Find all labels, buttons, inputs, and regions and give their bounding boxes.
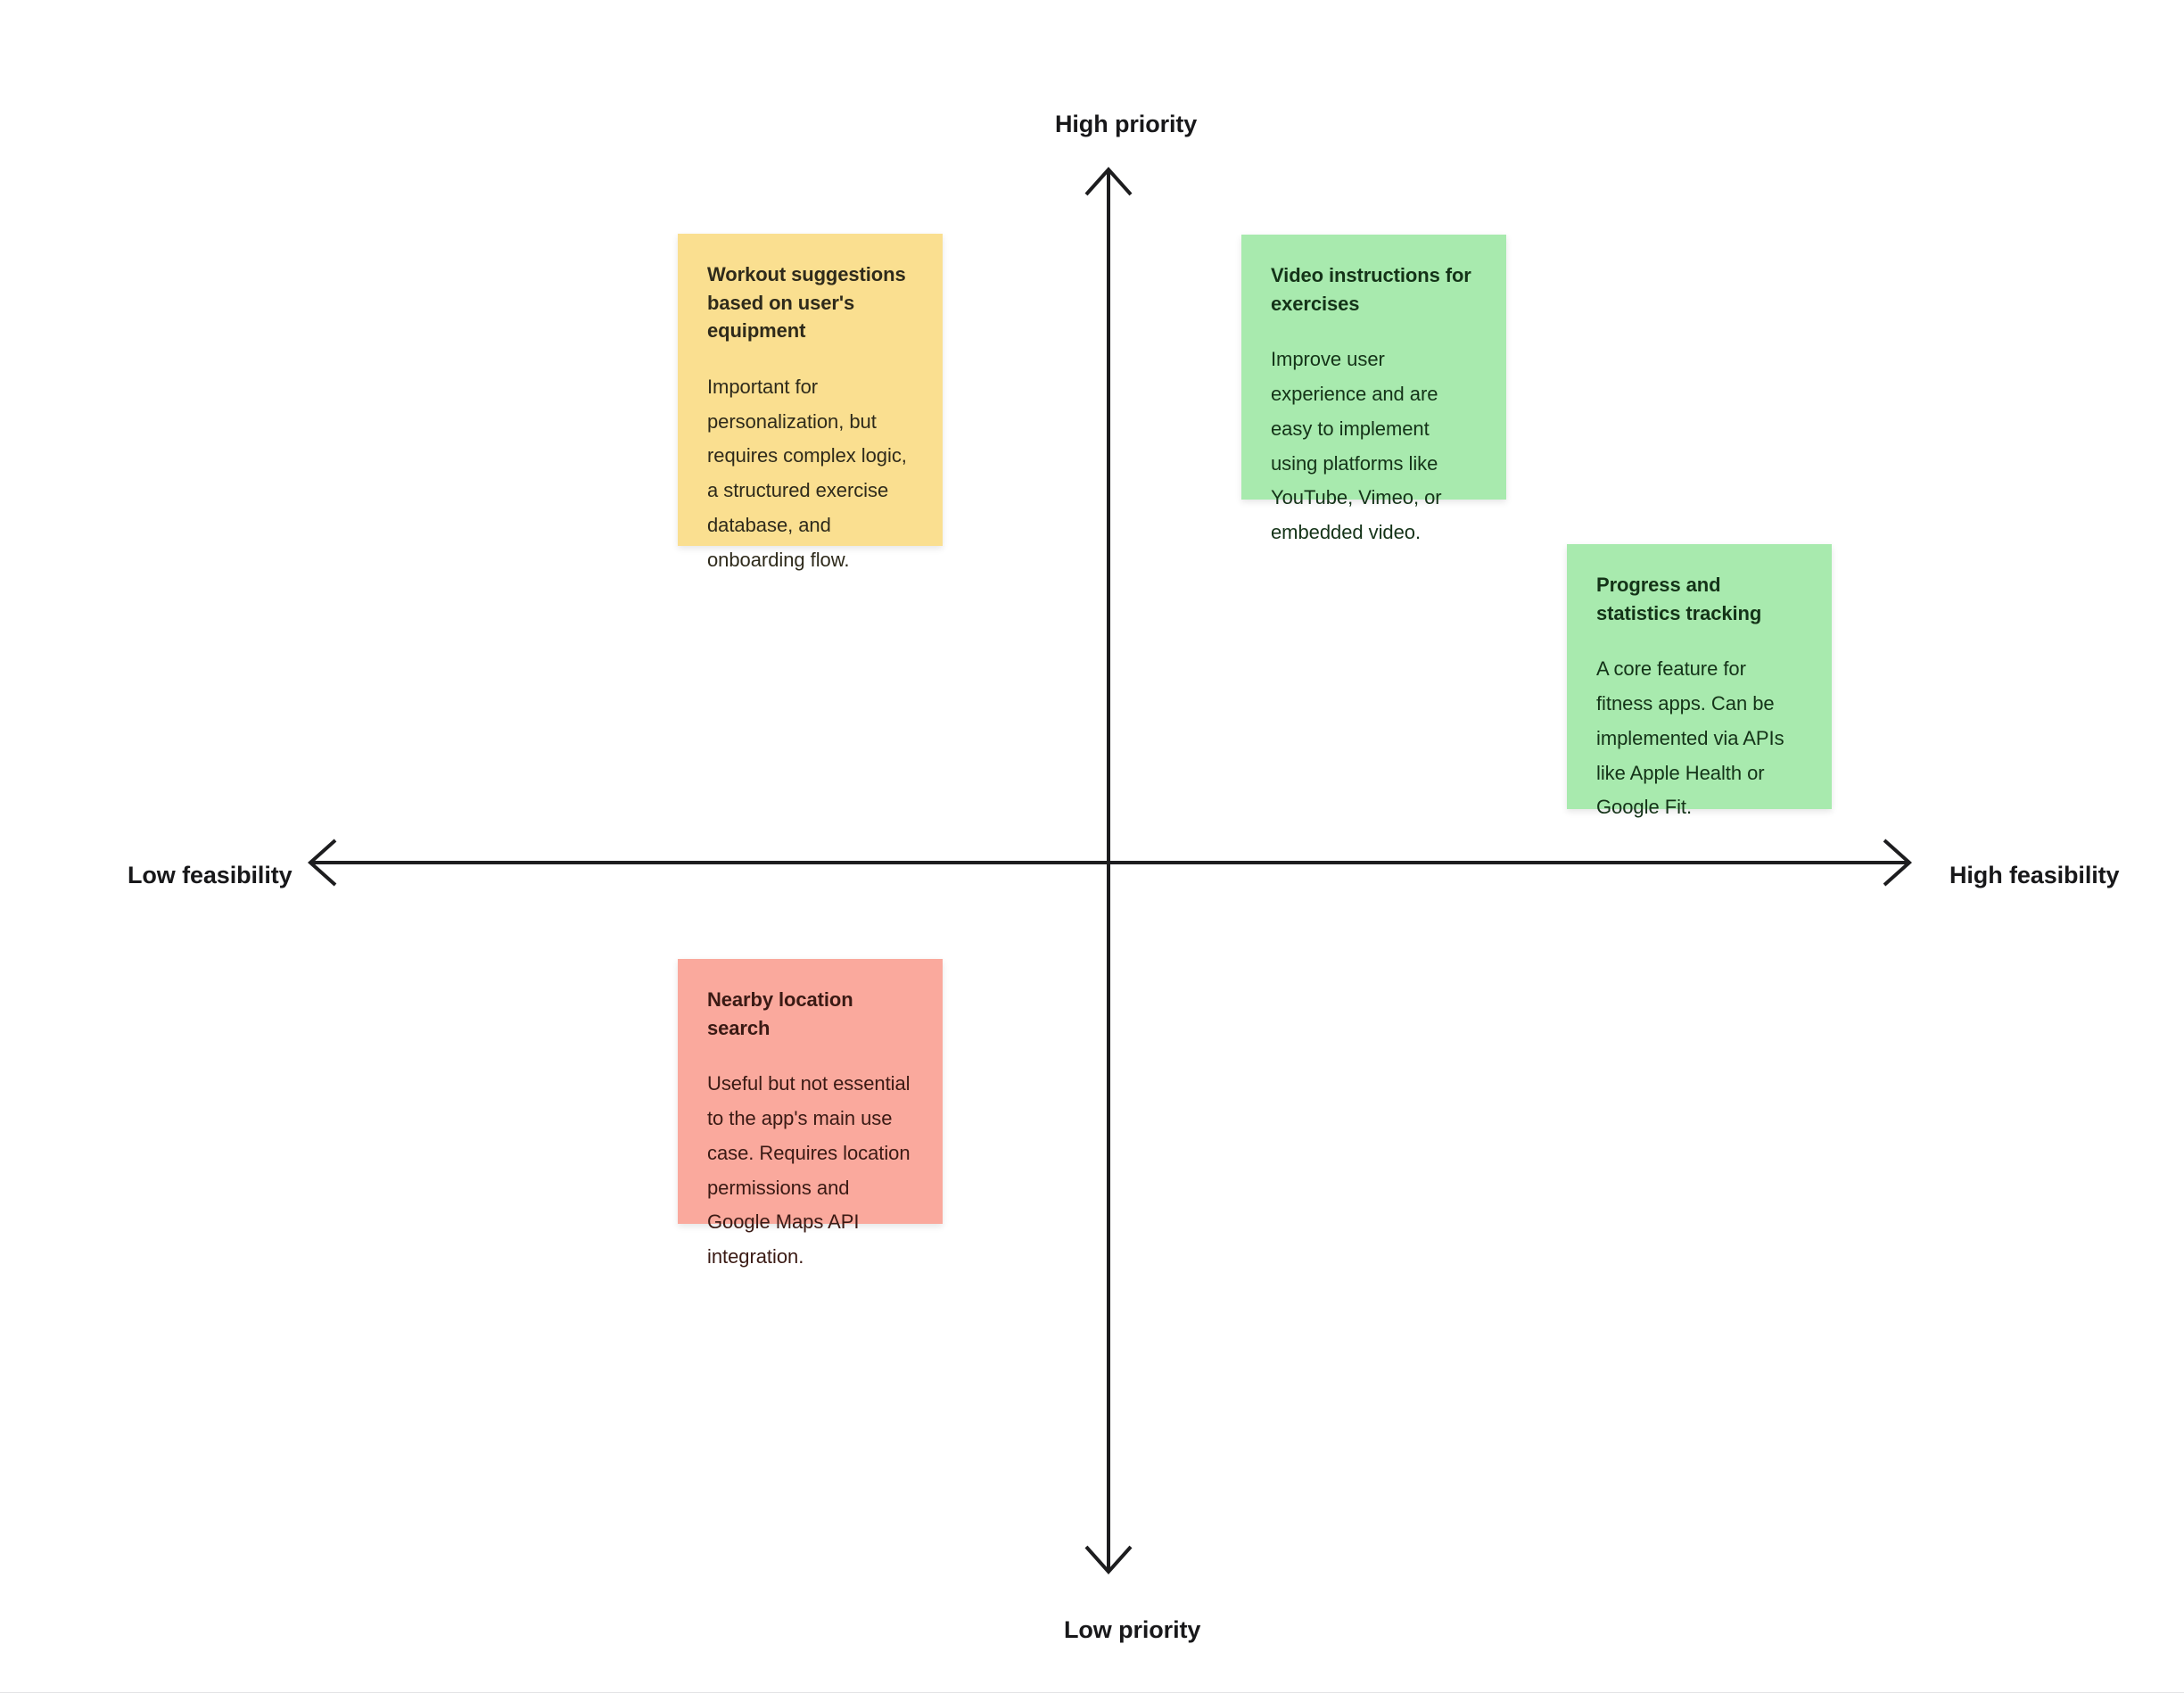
axis-label-high-feasibility: High feasibility: [1949, 862, 2120, 888]
sticky-note-body: Improve user experience and are easy to …: [1271, 348, 1442, 543]
axis-arrow-up-icon: [1084, 166, 1133, 196]
axis-arrow-down-icon: [1084, 1545, 1133, 1575]
axis-label-low-priority: Low priority: [1064, 1616, 1201, 1643]
page-bottom-divider: [0, 1692, 2184, 1693]
axis-arrow-right-icon: [1883, 839, 1913, 887]
sticky-note-body: Useful but not essential to the app's ma…: [707, 1072, 911, 1268]
axis-label-high-priority: High priority: [1055, 111, 1198, 137]
sticky-note-video-instructions[interactable]: Video instructions for exercises Improve…: [1241, 235, 1506, 543]
sticky-note-title: Nearby location search: [707, 988, 853, 1039]
axis-label-low-feasibility: Low feasibility: [128, 862, 293, 888]
sticky-note-progress-tracking[interactable]: Progress and statistics tracking A core …: [1567, 544, 1832, 818]
sticky-note-body: A core feature for fitness apps. Can be …: [1596, 657, 1784, 819]
sticky-note-body: Important for personalization, but requi…: [707, 376, 907, 571]
axis-arrow-left-icon: [307, 839, 337, 887]
sticky-note-nearby-location[interactable]: Nearby location search Useful but not es…: [678, 959, 943, 1268]
sticky-note-title: Progress and statistics tracking: [1596, 574, 1762, 624]
sticky-note-title: Workout suggestions based on user's equi…: [707, 263, 906, 343]
sticky-note-title: Video instructions for exercises: [1271, 264, 1471, 315]
sticky-note-workout-suggestions[interactable]: Workout suggestions based on user's equi…: [678, 234, 943, 571]
